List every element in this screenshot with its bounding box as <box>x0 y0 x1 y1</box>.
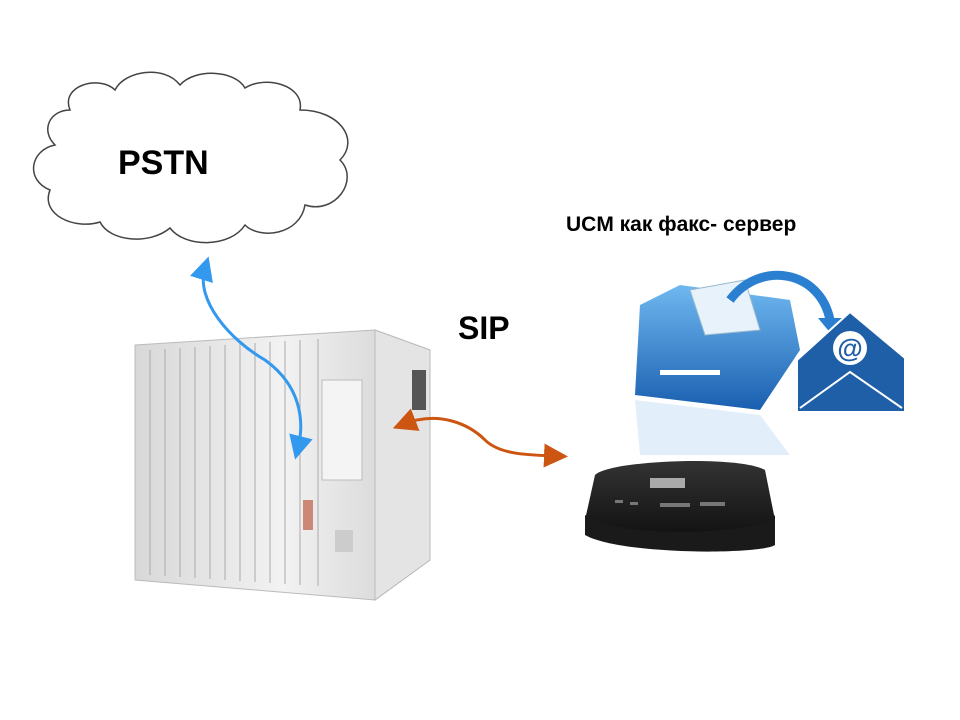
printer-icon <box>635 270 842 455</box>
pstn-link-arrow <box>189 256 313 460</box>
svg-text:@: @ <box>837 333 862 363</box>
cloud-icon <box>33 71 349 244</box>
sip-label: SIP <box>458 310 510 346</box>
pstn-label: PSTN <box>118 144 209 182</box>
pbx-rack-image <box>134 329 431 601</box>
ucm-fax-server-label: UCM как факс- сервер <box>566 213 797 236</box>
email-envelope-icon: @ <box>796 310 906 413</box>
ucm-device-image <box>585 460 775 552</box>
sip-link-arrow <box>392 408 568 468</box>
